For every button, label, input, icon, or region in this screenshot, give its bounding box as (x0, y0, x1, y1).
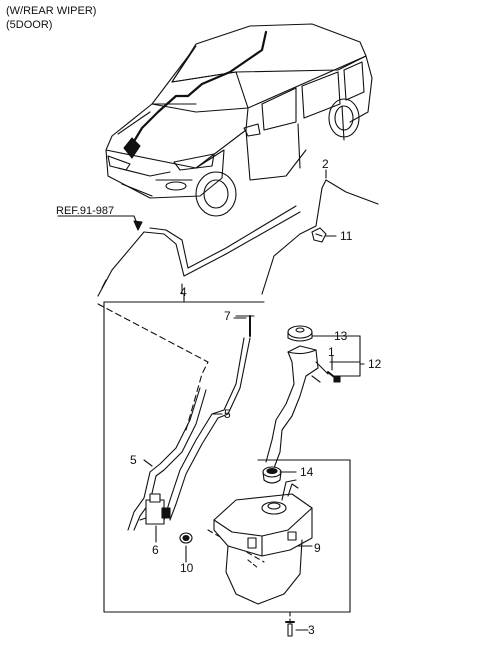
callout-5-left: 5 (130, 453, 137, 467)
hose-part-5-right (163, 337, 245, 521)
screw (327, 371, 341, 383)
hose-clip (311, 227, 327, 243)
hose-part-5-left (127, 387, 201, 531)
rear-washer-hose (261, 187, 323, 295)
callout-10: 10 (180, 561, 194, 575)
callout-7: 7 (224, 309, 231, 323)
callout-3: 3 (308, 623, 315, 637)
filler-cap (287, 325, 313, 342)
callout-9: 9 (314, 541, 321, 555)
callout-4: 4 (180, 285, 187, 299)
callout-1: 1 (328, 345, 335, 359)
washer-reservoir (213, 479, 313, 605)
assembly-box (103, 301, 351, 613)
callout-6: 6 (152, 543, 159, 557)
callout-5-right: 5 (224, 407, 231, 421)
filler-neck (265, 345, 329, 469)
ref-hose (97, 231, 145, 297)
ref-label: REF.91-987 (56, 205, 114, 217)
callout-11: 11 (340, 229, 353, 243)
header-variant-5door: (5DOOR) (6, 19, 53, 31)
washer-hose-assembly (57, 179, 379, 297)
callout-2: 2 (322, 157, 329, 171)
ref-arrow-icon (133, 220, 143, 231)
seal-ring (262, 466, 282, 484)
callout-12: 12 (368, 357, 382, 371)
grommet (179, 532, 193, 557)
dashed-reference-line (97, 303, 209, 431)
bolt (285, 611, 295, 637)
header-variant-rear-wiper: (W/REAR WIPER) (6, 5, 97, 17)
washer-pump (139, 493, 171, 525)
callout-14: 14 (300, 465, 314, 479)
car-illustration (105, 23, 373, 217)
callout-13: 13 (334, 329, 348, 343)
